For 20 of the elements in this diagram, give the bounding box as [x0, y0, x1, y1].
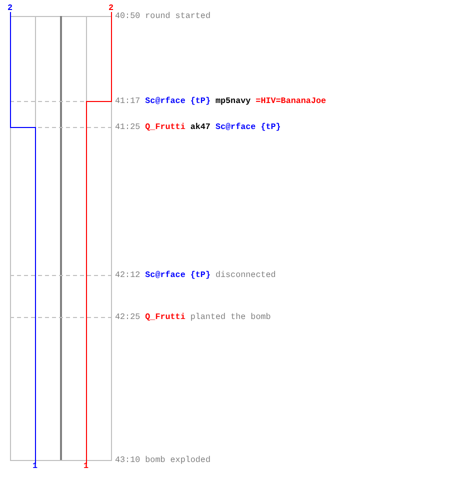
- event-text: mp5navy: [215, 95, 251, 107]
- event-text: Q_Frutti: [145, 121, 186, 133]
- event-time: 40:50: [115, 10, 140, 22]
- event-text: round started: [145, 10, 210, 22]
- player-count: 2: [108, 3, 114, 13]
- event-text: ak47: [190, 121, 210, 133]
- event-text: planted the bomb: [190, 311, 271, 323]
- event-text: Sc@rface {tP}: [215, 121, 281, 133]
- event-time: 41:17: [115, 95, 140, 107]
- event-text: Sc@rface {tP}: [145, 95, 210, 107]
- event-text: bomb exploded: [145, 454, 210, 466]
- event-time: 41:25: [115, 121, 140, 133]
- event-text: Sc@rface {tP}: [145, 269, 210, 281]
- event-time: 43:10: [115, 454, 140, 466]
- player-count: 2: [7, 3, 13, 13]
- event-text: =HIV=BananaJoe: [256, 95, 326, 107]
- event-time: 42:25: [115, 311, 140, 323]
- event-time: 42:12: [115, 269, 140, 281]
- event-text: Q_Frutti: [145, 311, 186, 323]
- event-text: disconnected: [215, 269, 276, 281]
